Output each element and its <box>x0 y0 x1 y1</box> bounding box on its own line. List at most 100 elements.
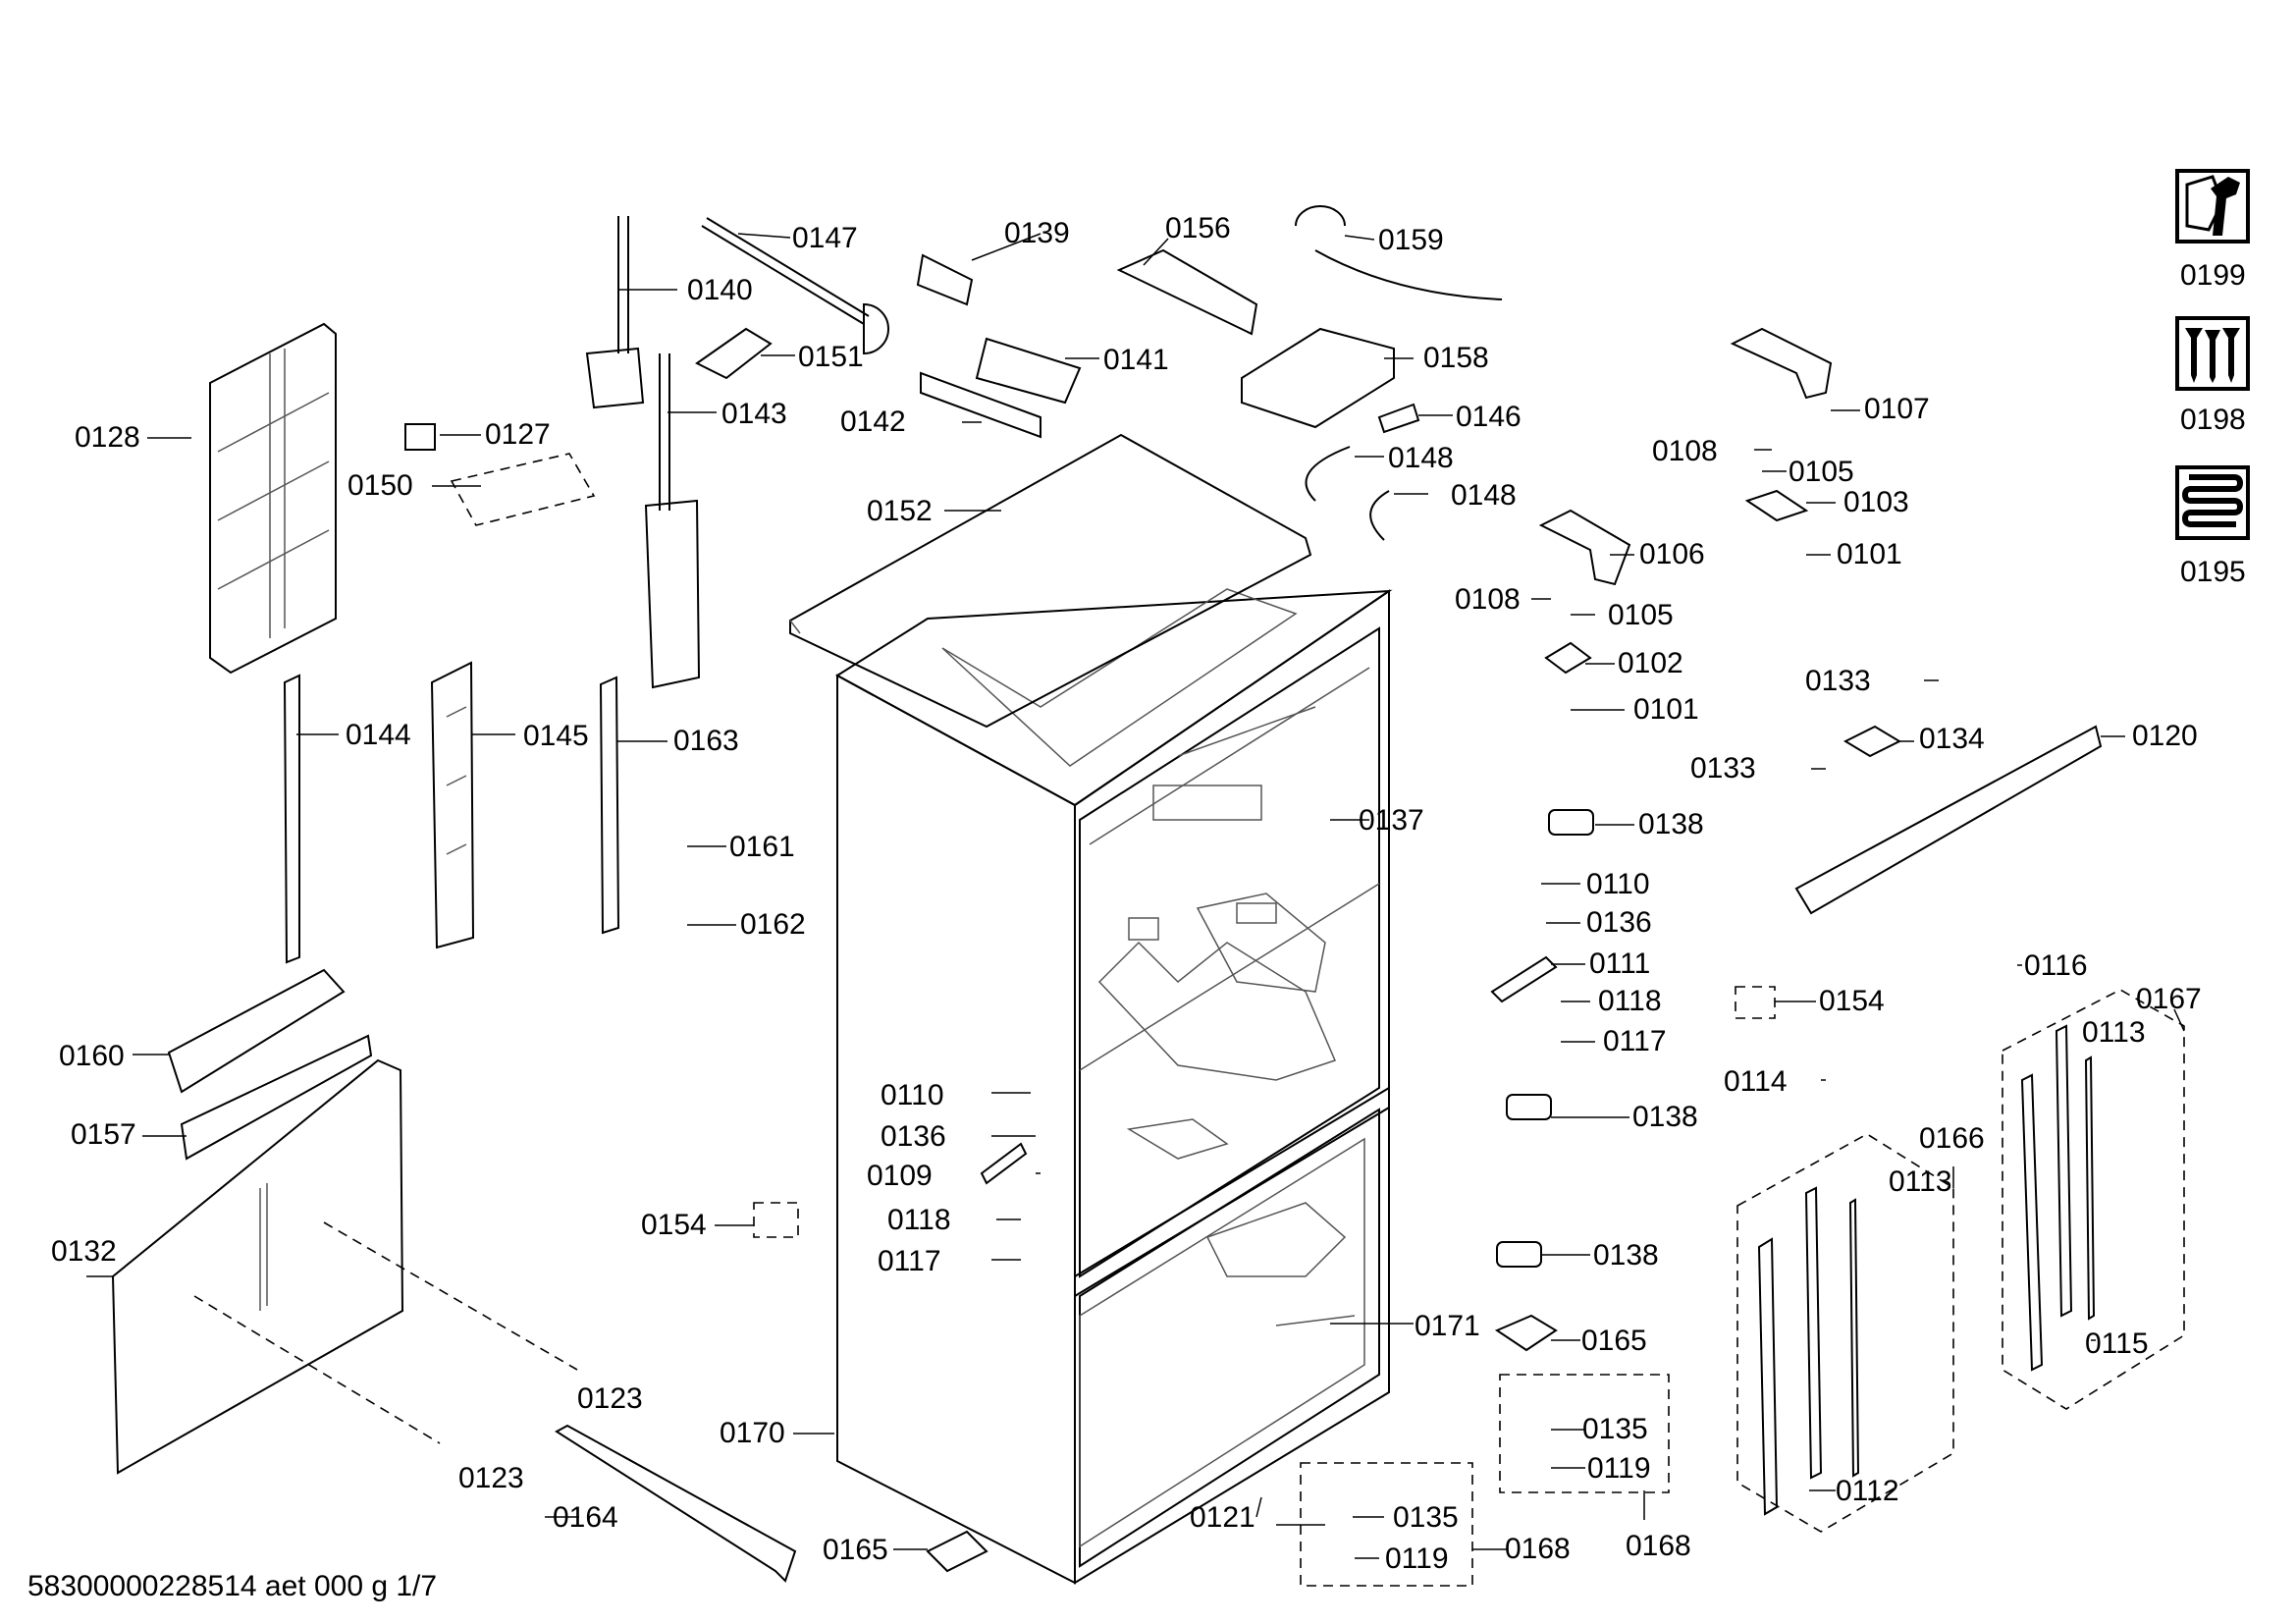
callout-0167: 0167 <box>2136 983 2202 1015</box>
foot-0165a <box>1494 1314 1558 1352</box>
callout-0119a: 0119 <box>1587 1452 1651 1485</box>
part-0141 <box>975 337 1082 405</box>
callout-0148a: 0148 <box>1388 442 1454 474</box>
seal-0138a <box>1548 809 1594 836</box>
hose-0148a <box>1305 446 1351 502</box>
rail-0112 <box>1757 1186 1823 1516</box>
callout-0165b: 0165 <box>823 1534 888 1566</box>
part-0156 <box>1116 248 1258 336</box>
bracket-0120 <box>1794 725 2103 915</box>
callout-0161: 0161 <box>729 831 795 863</box>
rail-0113b <box>2084 1056 2096 1321</box>
callout-0199: 0199 <box>2180 259 2246 292</box>
kit-0168b <box>1499 1374 1670 1493</box>
callout-0142: 0142 <box>840 406 906 438</box>
callout-0107: 0107 <box>1864 393 1930 425</box>
callout-0123a: 0123 <box>577 1382 643 1415</box>
hinge-0106 <box>1538 509 1631 586</box>
wrench-nut-icon <box>2175 169 2250 244</box>
kit-0154b <box>1735 986 1776 1019</box>
lever-0109 <box>980 1142 1028 1185</box>
callout-0109: 0109 <box>867 1160 933 1192</box>
callout-0154b: 0154 <box>1819 985 1885 1017</box>
back-panel-0132 <box>111 1058 404 1475</box>
part-0151 <box>695 327 773 380</box>
seal-0138b <box>1506 1094 1552 1120</box>
rail-0113a <box>1848 1198 1860 1478</box>
part-0134 <box>1842 725 1902 758</box>
callout-0144: 0144 <box>346 719 411 751</box>
hinge-0107 <box>1730 327 1833 400</box>
screws-icon <box>2175 316 2250 391</box>
kit-0150 <box>450 453 596 526</box>
callout-0105a: 0105 <box>1789 456 1854 488</box>
callout-0120: 0120 <box>2132 720 2198 752</box>
part-0102 <box>1544 641 1592 675</box>
callout-0105b: 0105 <box>1608 599 1674 631</box>
callout-0146: 0146 <box>1456 401 1522 433</box>
callout-0156: 0156 <box>1165 212 1231 244</box>
seal-0138c <box>1496 1241 1542 1268</box>
callout-0110b: 0110 <box>881 1079 944 1111</box>
callout-0158: 0158 <box>1423 342 1489 374</box>
dashed-guide-0123a <box>323 1221 578 1371</box>
hose-0148b <box>1369 490 1390 541</box>
callout-0127: 0127 <box>485 418 551 451</box>
callout-0164: 0164 <box>553 1501 618 1534</box>
part-0160 <box>167 968 346 1094</box>
callout-0136b: 0136 <box>881 1120 946 1153</box>
heating-coil-icon <box>2175 465 2250 540</box>
callout-0117b: 0117 <box>878 1245 941 1277</box>
part-0143 <box>644 353 701 689</box>
callout-0147: 0147 <box>792 222 858 254</box>
cabinet-0170 <box>835 588 1393 1585</box>
callout-0145: 0145 <box>523 720 589 752</box>
callout-0101a: 0101 <box>1837 538 1902 570</box>
part-0159 <box>1295 205 1503 300</box>
callout-0110a: 0110 <box>1586 868 1650 900</box>
top-cover-0152 <box>789 433 1312 729</box>
callout-0141: 0141 <box>1103 344 1169 376</box>
callout-0138c: 0138 <box>1593 1239 1659 1272</box>
callout-0112: 0112 <box>1836 1475 1899 1507</box>
callout-0170: 0170 <box>720 1417 785 1449</box>
callout-0166: 0166 <box>1919 1122 1985 1155</box>
callout-0123b: 0123 <box>458 1462 524 1494</box>
bar-0164 <box>555 1424 797 1583</box>
callout-0115: 0115 <box>2085 1327 2149 1360</box>
callout-0157: 0157 <box>71 1118 136 1151</box>
part-0103 <box>1744 489 1809 522</box>
part-0158 <box>1241 327 1395 429</box>
callout-0132: 0132 <box>51 1235 117 1268</box>
part-0142 <box>920 371 1041 439</box>
callout-0198: 0198 <box>2180 404 2246 436</box>
callout-0195: 0195 <box>2180 556 2246 588</box>
callout-0148b: 0148 <box>1451 479 1517 512</box>
foot-0165b <box>926 1530 988 1573</box>
callout-0113a: 0113 <box>1889 1165 1952 1198</box>
callout-0138a: 0138 <box>1638 808 1704 840</box>
callout-0108b: 0108 <box>1455 583 1521 616</box>
callout-0111: 0111 <box>1589 947 1651 980</box>
callout-0150: 0150 <box>347 469 413 502</box>
callout-0117a: 0117 <box>1603 1025 1667 1057</box>
callout-0136a: 0136 <box>1586 906 1652 939</box>
callout-0103: 0103 <box>1843 486 1909 518</box>
rails-0144-0145-0163 <box>283 661 620 964</box>
callout-0151: 0151 <box>798 341 864 373</box>
part-0146 <box>1377 403 1420 434</box>
callout-0135a: 0135 <box>1582 1413 1648 1445</box>
callout-0168b: 0168 <box>1626 1530 1691 1562</box>
callout-0114: 0114 <box>1724 1065 1788 1098</box>
callout-0113b: 0113 <box>2082 1016 2146 1049</box>
part-0157 <box>180 1034 373 1161</box>
callout-0118b: 0118 <box>887 1204 951 1236</box>
callout-0154a: 0154 <box>641 1209 707 1241</box>
lever-0111 <box>1490 955 1558 1003</box>
callout-0116: 0116 <box>2024 949 2088 982</box>
kit-0154a <box>753 1202 799 1238</box>
callout-0139: 0139 <box>1004 217 1070 249</box>
callout-0106: 0106 <box>1639 538 1705 570</box>
